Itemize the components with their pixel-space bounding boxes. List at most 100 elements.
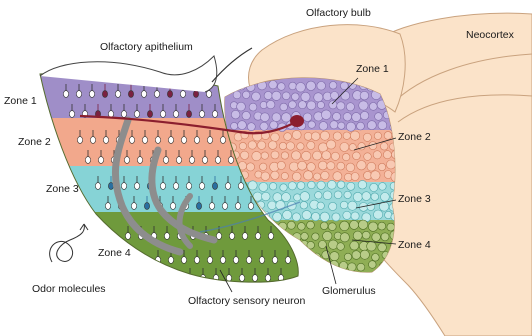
glomerulus-dot <box>317 82 326 91</box>
glomerulus-dot <box>242 111 250 119</box>
receptor-cell-body <box>98 157 103 164</box>
glomerulus-dot <box>364 153 372 161</box>
glomerulus-dot <box>307 141 315 149</box>
receptor-cell-body <box>181 137 186 144</box>
receptor-cell-body <box>186 111 191 118</box>
glomerulus-dot <box>289 101 297 109</box>
glomerulus-dot <box>374 210 383 219</box>
receptor-cell-body <box>134 111 139 118</box>
glomerulus-dot <box>289 82 297 90</box>
glomerulus-dot <box>334 191 342 199</box>
glomerulus-dot <box>372 233 381 242</box>
glomerulus-dot <box>340 233 349 242</box>
glomerulus-dot <box>283 210 292 219</box>
glomerulus-dot <box>272 113 281 122</box>
glomerulus-dot <box>296 83 306 93</box>
receptor-cell-body <box>199 183 204 190</box>
glomerulus-dot <box>317 101 324 108</box>
glomerulus-dot <box>363 133 371 141</box>
glomerulus-dot <box>237 102 246 111</box>
receptor-cell-body <box>233 257 238 264</box>
epithelium-zone-3-label: Zone 3 <box>46 183 79 195</box>
glomerulus-dot <box>286 142 294 150</box>
olfactory-epithelium-label: Olfactory apithelium <box>100 41 193 53</box>
glomerulus-dot <box>359 101 368 110</box>
odor-molecules-label: Odor molecules <box>32 283 106 295</box>
glomerulus-dot <box>332 213 340 221</box>
glomerulus-dot <box>352 113 361 122</box>
glomerulus-dot <box>330 121 338 129</box>
glomerulus-dot <box>248 181 257 190</box>
glomerulus-dot <box>329 101 337 109</box>
glomerulus-dot <box>231 122 238 129</box>
glomerulus-dot <box>289 162 298 171</box>
glomerulus-dot <box>327 140 336 149</box>
glomerulus-dot <box>348 263 356 271</box>
glomerulus-dot <box>246 163 254 171</box>
glomerulus-dot <box>287 221 295 229</box>
glomerulus-dot <box>292 93 300 101</box>
glomerulus-dot <box>330 252 339 261</box>
receptor-cell-body <box>194 137 199 144</box>
glomerulus-dot <box>260 122 268 130</box>
glomerulus-dot <box>369 103 377 111</box>
glomerulus-dot <box>302 210 311 219</box>
receptor-cell-body <box>229 233 234 240</box>
glomerulus-dot <box>257 141 265 149</box>
glomerulus-dot <box>353 152 361 160</box>
glomerulus-dot <box>268 201 277 210</box>
glomerulus-dot <box>362 192 371 201</box>
receptor-cell-body <box>252 275 257 282</box>
glomerulus-dot <box>360 111 368 119</box>
glomerulus-dot <box>347 182 355 190</box>
glomerulus-dot <box>350 241 359 250</box>
glomerulus-dot <box>297 143 304 150</box>
receptor-cell-body <box>164 233 169 240</box>
receptor-cell-body <box>213 275 218 282</box>
receptor-cell-body <box>142 137 147 144</box>
receptor-cell-body <box>167 91 172 98</box>
receptor-cell-body <box>212 183 217 190</box>
glomerulus-dot <box>378 121 387 130</box>
glomerulus-dot <box>321 171 329 179</box>
glomerulus-dot <box>357 122 365 130</box>
glomerulus-dot <box>314 93 323 102</box>
glomerulus-dot <box>331 152 339 160</box>
glomerulus-dot <box>379 183 387 191</box>
glomerulus-dot <box>279 142 286 149</box>
receptor-cell-body <box>154 91 159 98</box>
epithelium-zone-4-label: Zone 4 <box>98 247 131 259</box>
bulb-zone-1-label: Zone 1 <box>356 63 389 75</box>
glomerulus-dot <box>312 253 320 261</box>
glomerulus-dot <box>278 83 286 91</box>
glomerulus-dot <box>277 161 285 169</box>
receptor-cell-body <box>160 183 165 190</box>
receptor-cell-body <box>226 275 231 282</box>
receptor-cell-body <box>163 157 168 164</box>
glomerulus-dot <box>304 171 313 180</box>
receptor-cell-body <box>173 111 178 118</box>
receptor-cell-body <box>268 233 273 240</box>
glomerulus-dot <box>328 223 336 231</box>
glomerulus-dot <box>303 113 312 122</box>
glomerulus-dot <box>368 222 377 231</box>
receptor-cell-body <box>103 137 108 144</box>
receptor-cell-body <box>170 203 175 210</box>
glomerulus-dot <box>307 101 316 110</box>
glomerulus-dot <box>281 172 288 179</box>
glomerulus-dot <box>307 221 315 229</box>
receptor-cell-body <box>196 203 201 210</box>
glomerulus-dot <box>360 250 369 259</box>
glomerulus-dot <box>371 171 380 180</box>
glomerulus-dot <box>247 123 255 131</box>
receptor-cell-body <box>168 257 173 264</box>
glomerulus-dot <box>367 203 375 211</box>
receptor-cell-body <box>207 257 212 264</box>
glomerulus-dot <box>271 171 279 179</box>
glomerulus-dot <box>353 192 362 201</box>
glomerulus-dot <box>271 133 280 142</box>
glomerulus-dot <box>381 193 390 202</box>
glomerulus-dot <box>357 263 365 271</box>
glomerulus-dot <box>367 242 377 252</box>
glomerulus-dot <box>346 163 355 172</box>
